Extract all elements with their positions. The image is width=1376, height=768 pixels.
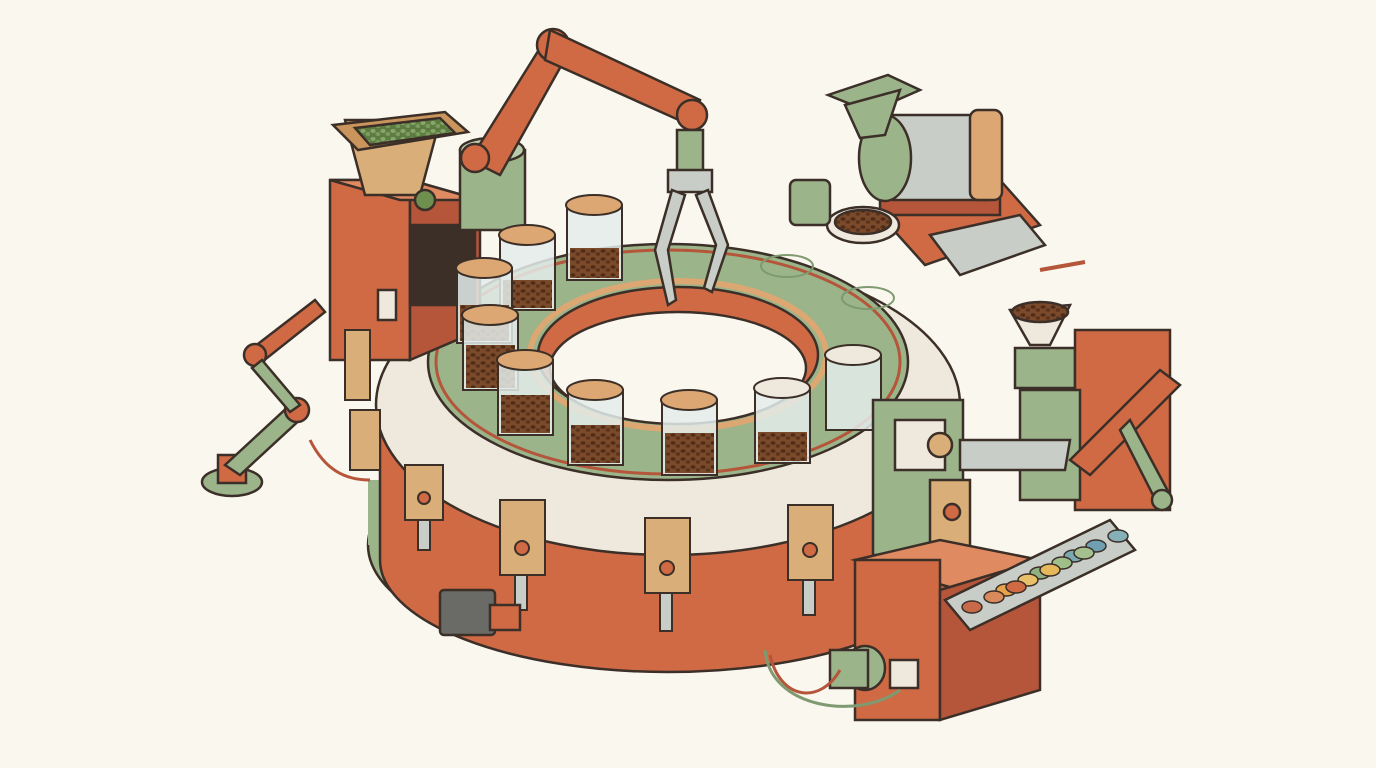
grinder <box>1007 300 1182 512</box>
coffee-bags <box>344 329 834 632</box>
panel-button <box>983 590 1005 604</box>
panel-button <box>1039 563 1061 577</box>
roaster-icon <box>857 108 1004 203</box>
hopper-icon <box>824 73 924 140</box>
control-panel-buttons <box>961 529 1129 614</box>
motor-icon <box>438 588 522 637</box>
motors <box>308 439 920 708</box>
jar <box>461 304 519 391</box>
panel-button <box>1073 546 1095 560</box>
robot-arm <box>458 27 730 307</box>
grinder-icon <box>1007 300 1077 390</box>
coffee-bag-icon <box>404 464 444 521</box>
coffee-bag-icon <box>644 517 691 594</box>
jar <box>496 349 554 436</box>
coffee-bag-icon <box>349 409 381 471</box>
jar <box>565 194 623 281</box>
coffee-bag-icon <box>344 329 371 401</box>
panel-button <box>961 600 983 614</box>
roaster-machine <box>788 73 1086 277</box>
jar <box>660 389 718 476</box>
coffee-bag-icon <box>499 499 546 576</box>
panel-button <box>1005 580 1027 594</box>
jar <box>566 379 624 466</box>
control-panel <box>943 518 1137 632</box>
panel-button <box>1107 529 1129 543</box>
left-robot-arm <box>200 298 327 498</box>
jar <box>753 377 811 464</box>
platform-markers <box>760 254 895 310</box>
coffee-bag-icon <box>787 504 834 581</box>
coffee-jars <box>455 194 882 476</box>
motor-icon <box>828 644 920 692</box>
leaf-icon <box>413 188 437 212</box>
gripper-icon <box>653 168 730 307</box>
